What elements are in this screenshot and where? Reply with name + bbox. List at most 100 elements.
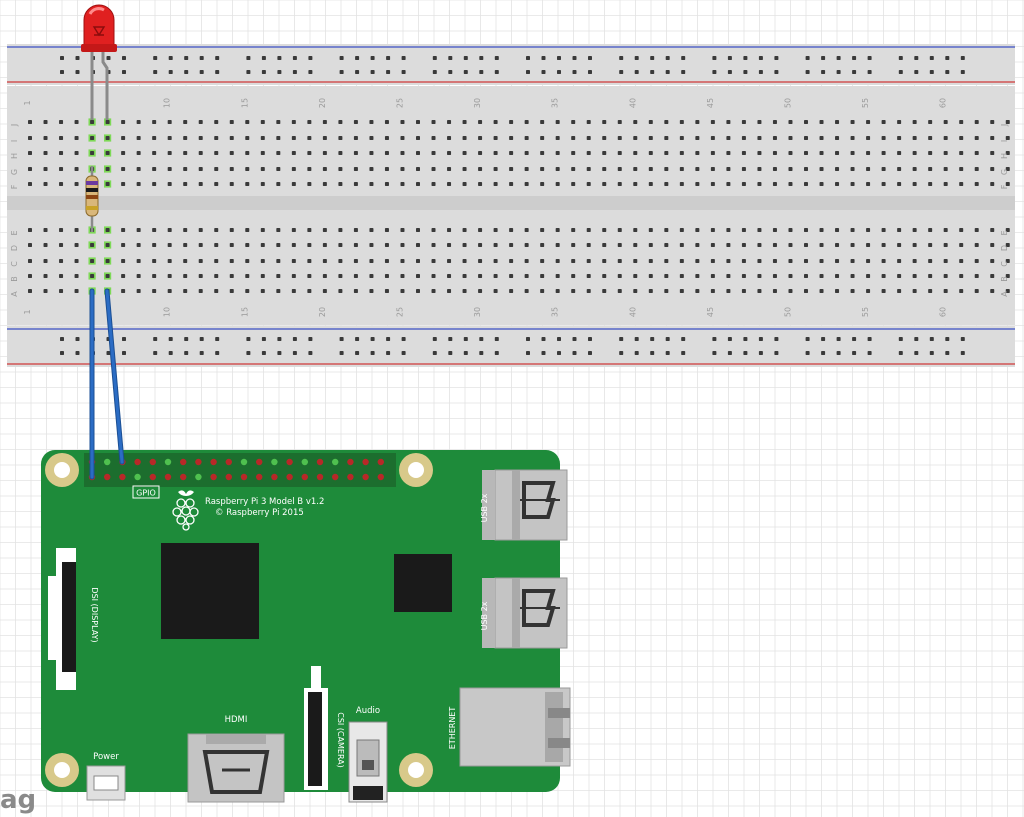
rail-hole[interactable] [852, 56, 857, 60]
hole-upper[interactable] [648, 120, 653, 124]
hole-upper[interactable] [571, 182, 576, 186]
rail-hole[interactable] [339, 56, 344, 60]
rail-hole[interactable] [960, 351, 965, 355]
hole-upper[interactable] [741, 182, 746, 186]
hole-lower[interactable] [28, 243, 32, 247]
hole-lower[interactable] [633, 228, 638, 232]
hole-upper[interactable] [229, 120, 234, 124]
rail-hole[interactable] [836, 351, 841, 355]
hole-lower[interactable] [897, 228, 902, 232]
hole-lower[interactable] [338, 259, 343, 263]
hole-lower[interactable] [291, 228, 296, 232]
usb-port-top[interactable] [482, 469, 568, 541]
hole-upper[interactable] [447, 167, 452, 171]
hole-upper[interactable] [260, 151, 265, 155]
hole-lower[interactable] [183, 289, 188, 293]
hole-lower[interactable] [850, 289, 855, 293]
hole-lower[interactable] [943, 228, 948, 232]
hole-lower[interactable] [524, 274, 529, 278]
rail-hole[interactable] [184, 351, 189, 355]
hole-lower[interactable] [881, 289, 886, 293]
hole-lower[interactable] [633, 243, 638, 247]
rail-hole[interactable] [774, 56, 779, 60]
hole-lower[interactable] [617, 243, 622, 247]
rail-hole[interactable] [774, 351, 779, 355]
hole-lower[interactable] [338, 289, 343, 293]
hole-lower[interactable] [353, 259, 358, 263]
hole-lower[interactable] [338, 243, 343, 247]
rail-hole[interactable] [122, 56, 126, 60]
hole-upper[interactable] [788, 167, 793, 171]
hole-lower[interactable] [959, 274, 964, 278]
hole-upper[interactable] [757, 151, 762, 155]
rail-hole[interactable] [774, 337, 779, 341]
hole-lower[interactable] [726, 259, 731, 263]
hole-lower[interactable] [198, 274, 203, 278]
hole-upper[interactable] [229, 182, 234, 186]
rail-hole[interactable] [463, 56, 468, 60]
rail-hole[interactable] [448, 337, 453, 341]
rail-hole[interactable] [277, 70, 282, 74]
rail-hole[interactable] [448, 70, 453, 74]
hole-upper[interactable] [229, 136, 234, 140]
hole-lower[interactable] [881, 259, 886, 263]
rail-hole[interactable] [634, 351, 639, 355]
gpio-pin[interactable] [347, 473, 354, 481]
hole-lower[interactable] [416, 289, 420, 293]
hole-upper[interactable] [105, 136, 110, 140]
hole-upper[interactable] [276, 136, 281, 140]
rail-hole[interactable] [168, 337, 173, 341]
hole-upper[interactable] [679, 120, 684, 124]
hole-upper[interactable] [90, 120, 95, 124]
hole-upper[interactable] [322, 167, 327, 171]
rail-hole[interactable] [526, 70, 530, 74]
hole-lower[interactable] [540, 289, 545, 293]
hole-upper[interactable] [291, 182, 296, 186]
hole-upper[interactable] [260, 136, 265, 140]
rail-hole[interactable] [168, 56, 173, 60]
hole-lower[interactable] [28, 228, 32, 232]
rail-hole[interactable] [184, 56, 189, 60]
hole-lower[interactable] [741, 274, 746, 278]
hole-lower[interactable] [167, 243, 172, 247]
hole-lower[interactable] [322, 259, 327, 263]
rail-hole[interactable] [541, 351, 546, 355]
hole-upper[interactable] [540, 182, 545, 186]
hole-upper[interactable] [524, 167, 529, 171]
hole-upper[interactable] [322, 182, 327, 186]
hole-lower[interactable] [648, 289, 653, 293]
hole-upper[interactable] [788, 151, 793, 155]
rail-hole[interactable] [852, 70, 857, 74]
hole-lower[interactable] [633, 274, 638, 278]
hole-lower[interactable] [462, 289, 467, 293]
hole-lower[interactable] [959, 228, 964, 232]
rail-hole[interactable] [308, 56, 313, 60]
hole-upper[interactable] [835, 167, 840, 171]
gpio-pin[interactable] [377, 473, 384, 481]
hole-lower[interactable] [586, 289, 591, 293]
rail-hole[interactable] [588, 351, 592, 355]
hole-lower[interactable] [369, 243, 374, 247]
hole-lower[interactable] [648, 274, 653, 278]
rail-hole[interactable] [619, 337, 624, 341]
hole-lower[interactable] [524, 259, 529, 263]
gpio-pin[interactable] [180, 458, 187, 466]
hole-lower[interactable] [478, 289, 483, 293]
hole-upper[interactable] [695, 167, 700, 171]
hole-lower[interactable] [384, 274, 389, 278]
rail-hole[interactable] [432, 70, 437, 74]
hole-lower[interactable] [384, 243, 389, 247]
hole-upper[interactable] [819, 151, 824, 155]
rail-hole[interactable] [401, 70, 406, 74]
rail-hole[interactable] [945, 70, 950, 74]
hole-lower[interactable] [384, 259, 389, 263]
rail-hole[interactable] [494, 70, 499, 74]
hole-lower[interactable] [167, 274, 172, 278]
hole-upper[interactable] [493, 167, 498, 171]
hole-lower[interactable] [152, 228, 157, 232]
hole-lower[interactable] [431, 243, 436, 247]
rail-hole[interactable] [712, 337, 717, 341]
rail-hole[interactable] [836, 70, 841, 74]
hole-upper[interactable] [679, 151, 684, 155]
hole-upper[interactable] [59, 151, 64, 155]
